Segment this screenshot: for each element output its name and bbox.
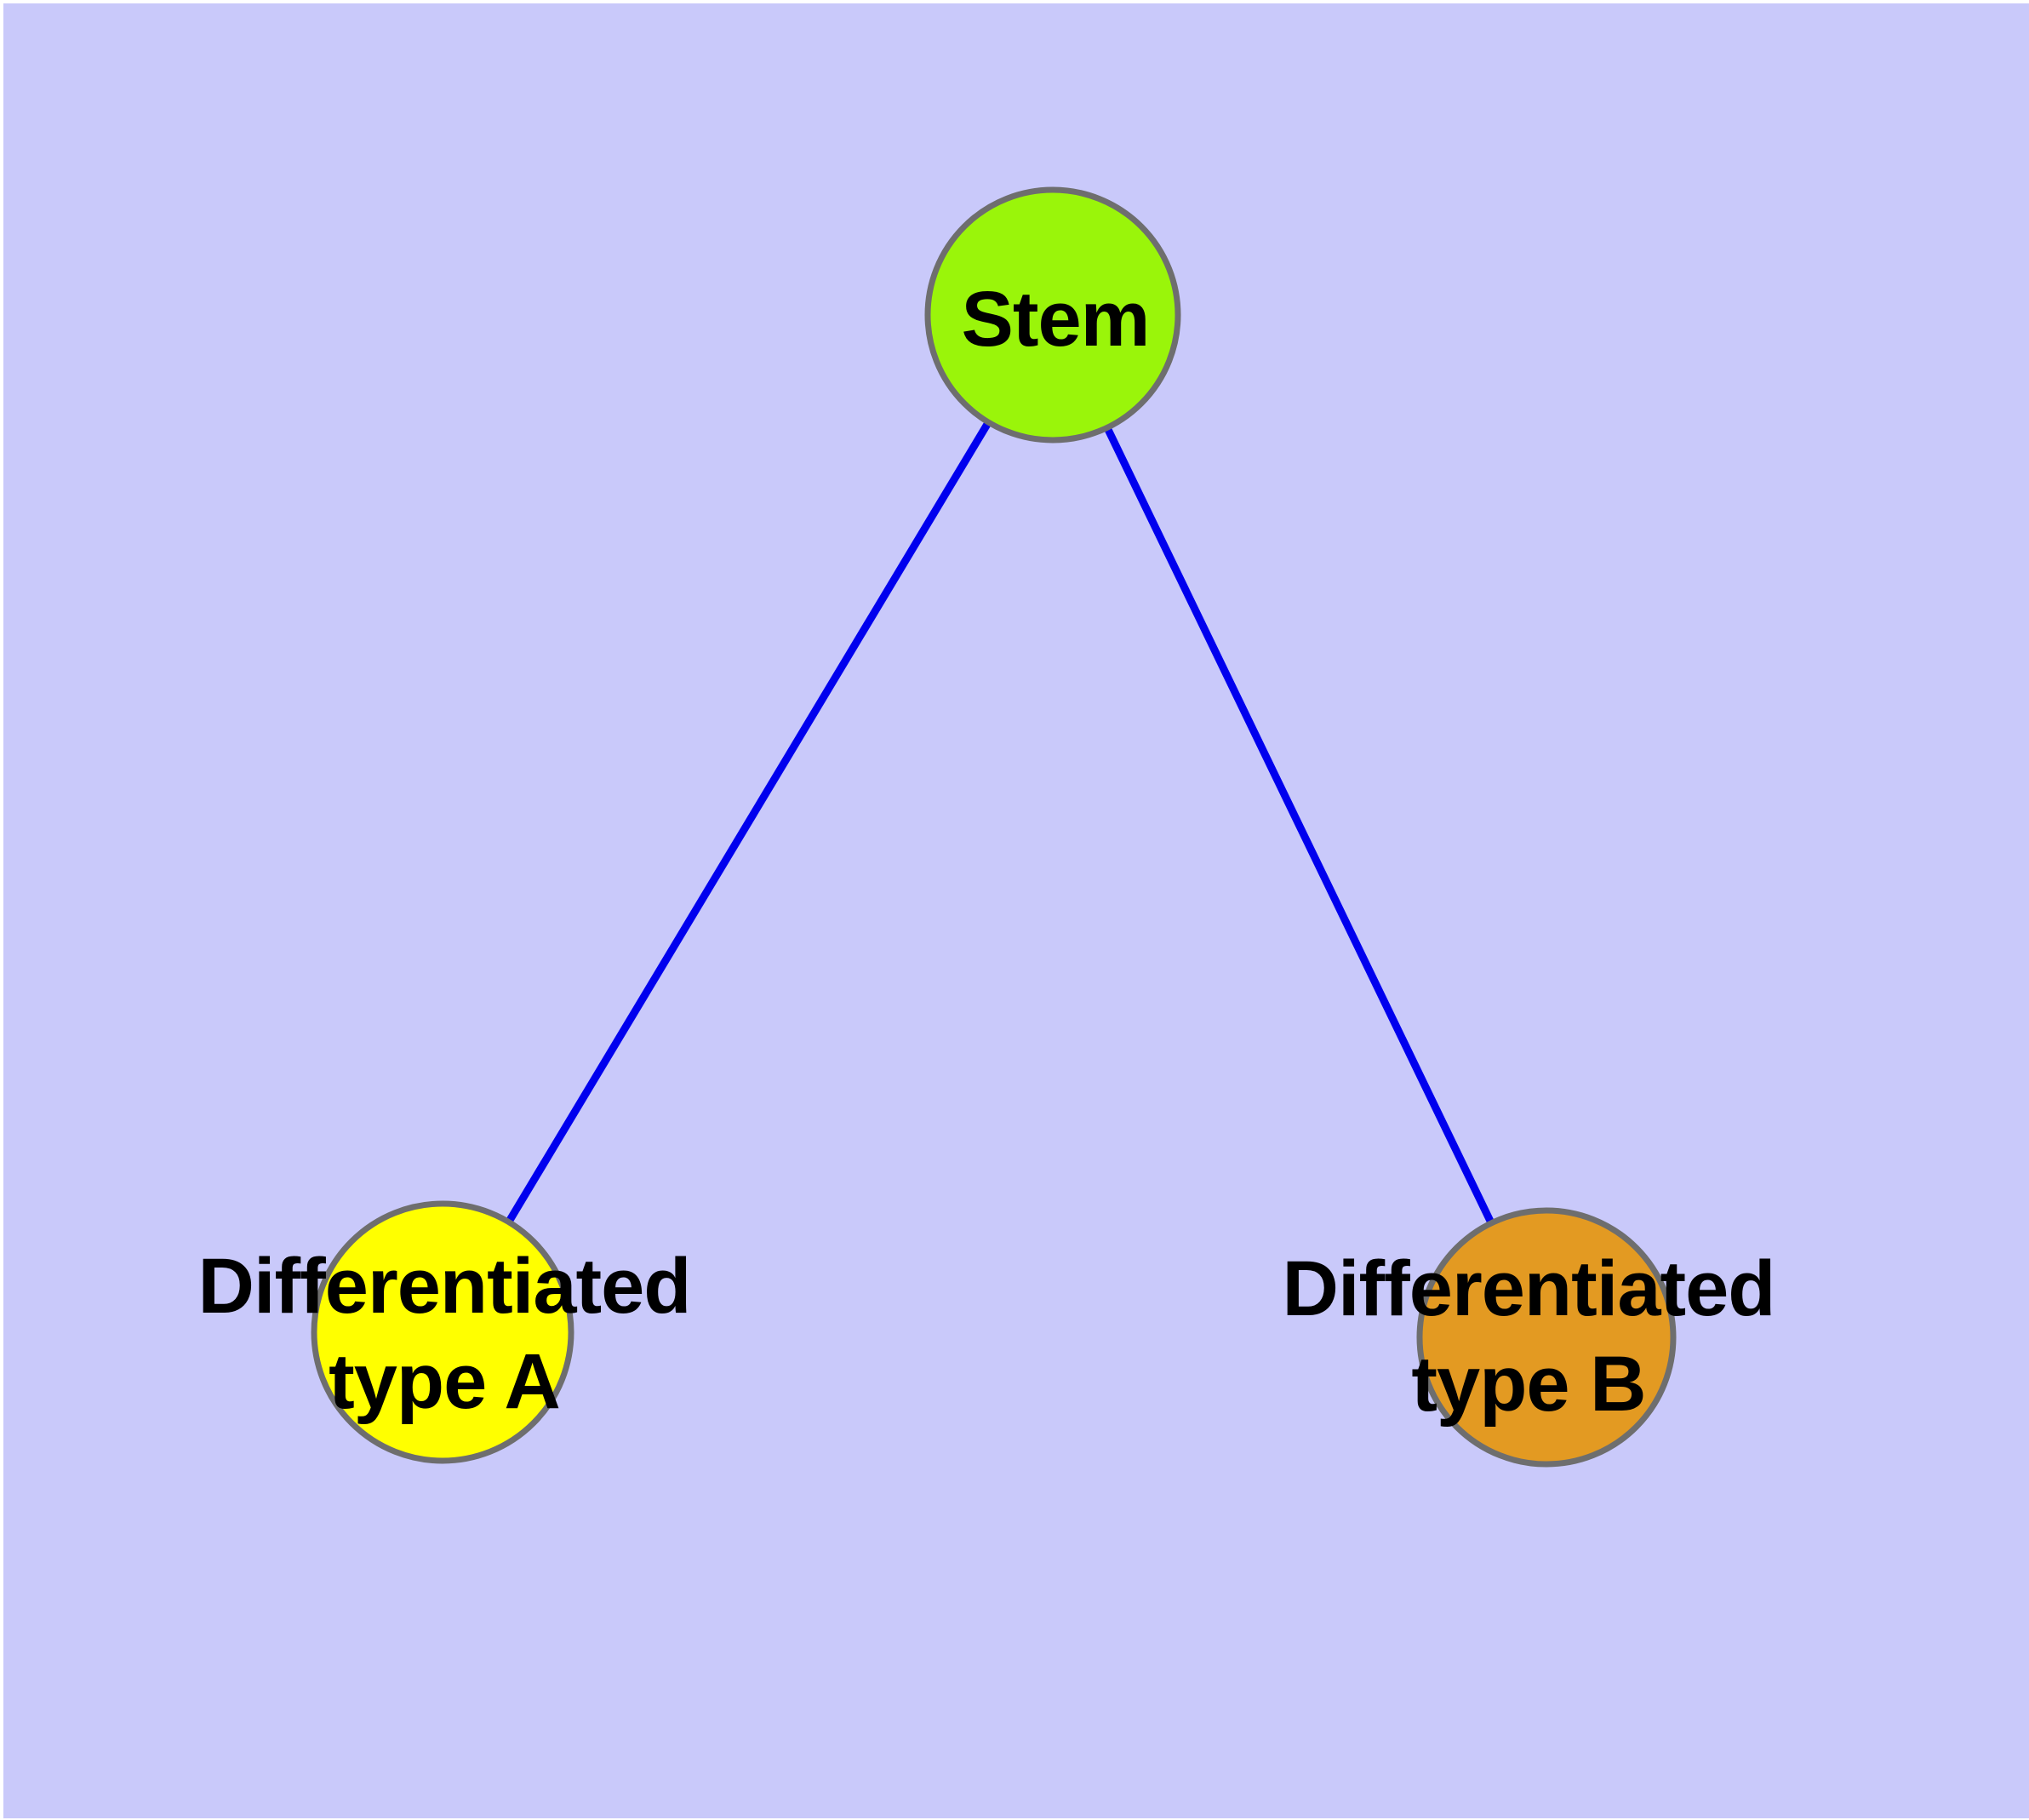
node-stem — [924, 186, 1181, 444]
edge-stem-to-type-b — [1049, 313, 1551, 1339]
node-label-differentiated-type-a: Differentiated type A — [197, 1239, 692, 1429]
node-differentiated-type-b — [1416, 1207, 1677, 1468]
node-label-line: type A — [329, 1338, 561, 1425]
node-differentiated-type-a — [311, 1200, 574, 1464]
edge-stem-to-type-a — [439, 312, 1056, 1335]
node-label-line: Differentiated — [1282, 1245, 1776, 1332]
node-label-line: Stem — [961, 276, 1151, 363]
node-label-line: Differentiated — [197, 1243, 692, 1330]
node-label-line: type B — [1411, 1341, 1646, 1428]
node-label-differentiated-type-b: Differentiated type B — [1282, 1241, 1776, 1432]
node-label-stem: Stem — [961, 272, 1151, 367]
